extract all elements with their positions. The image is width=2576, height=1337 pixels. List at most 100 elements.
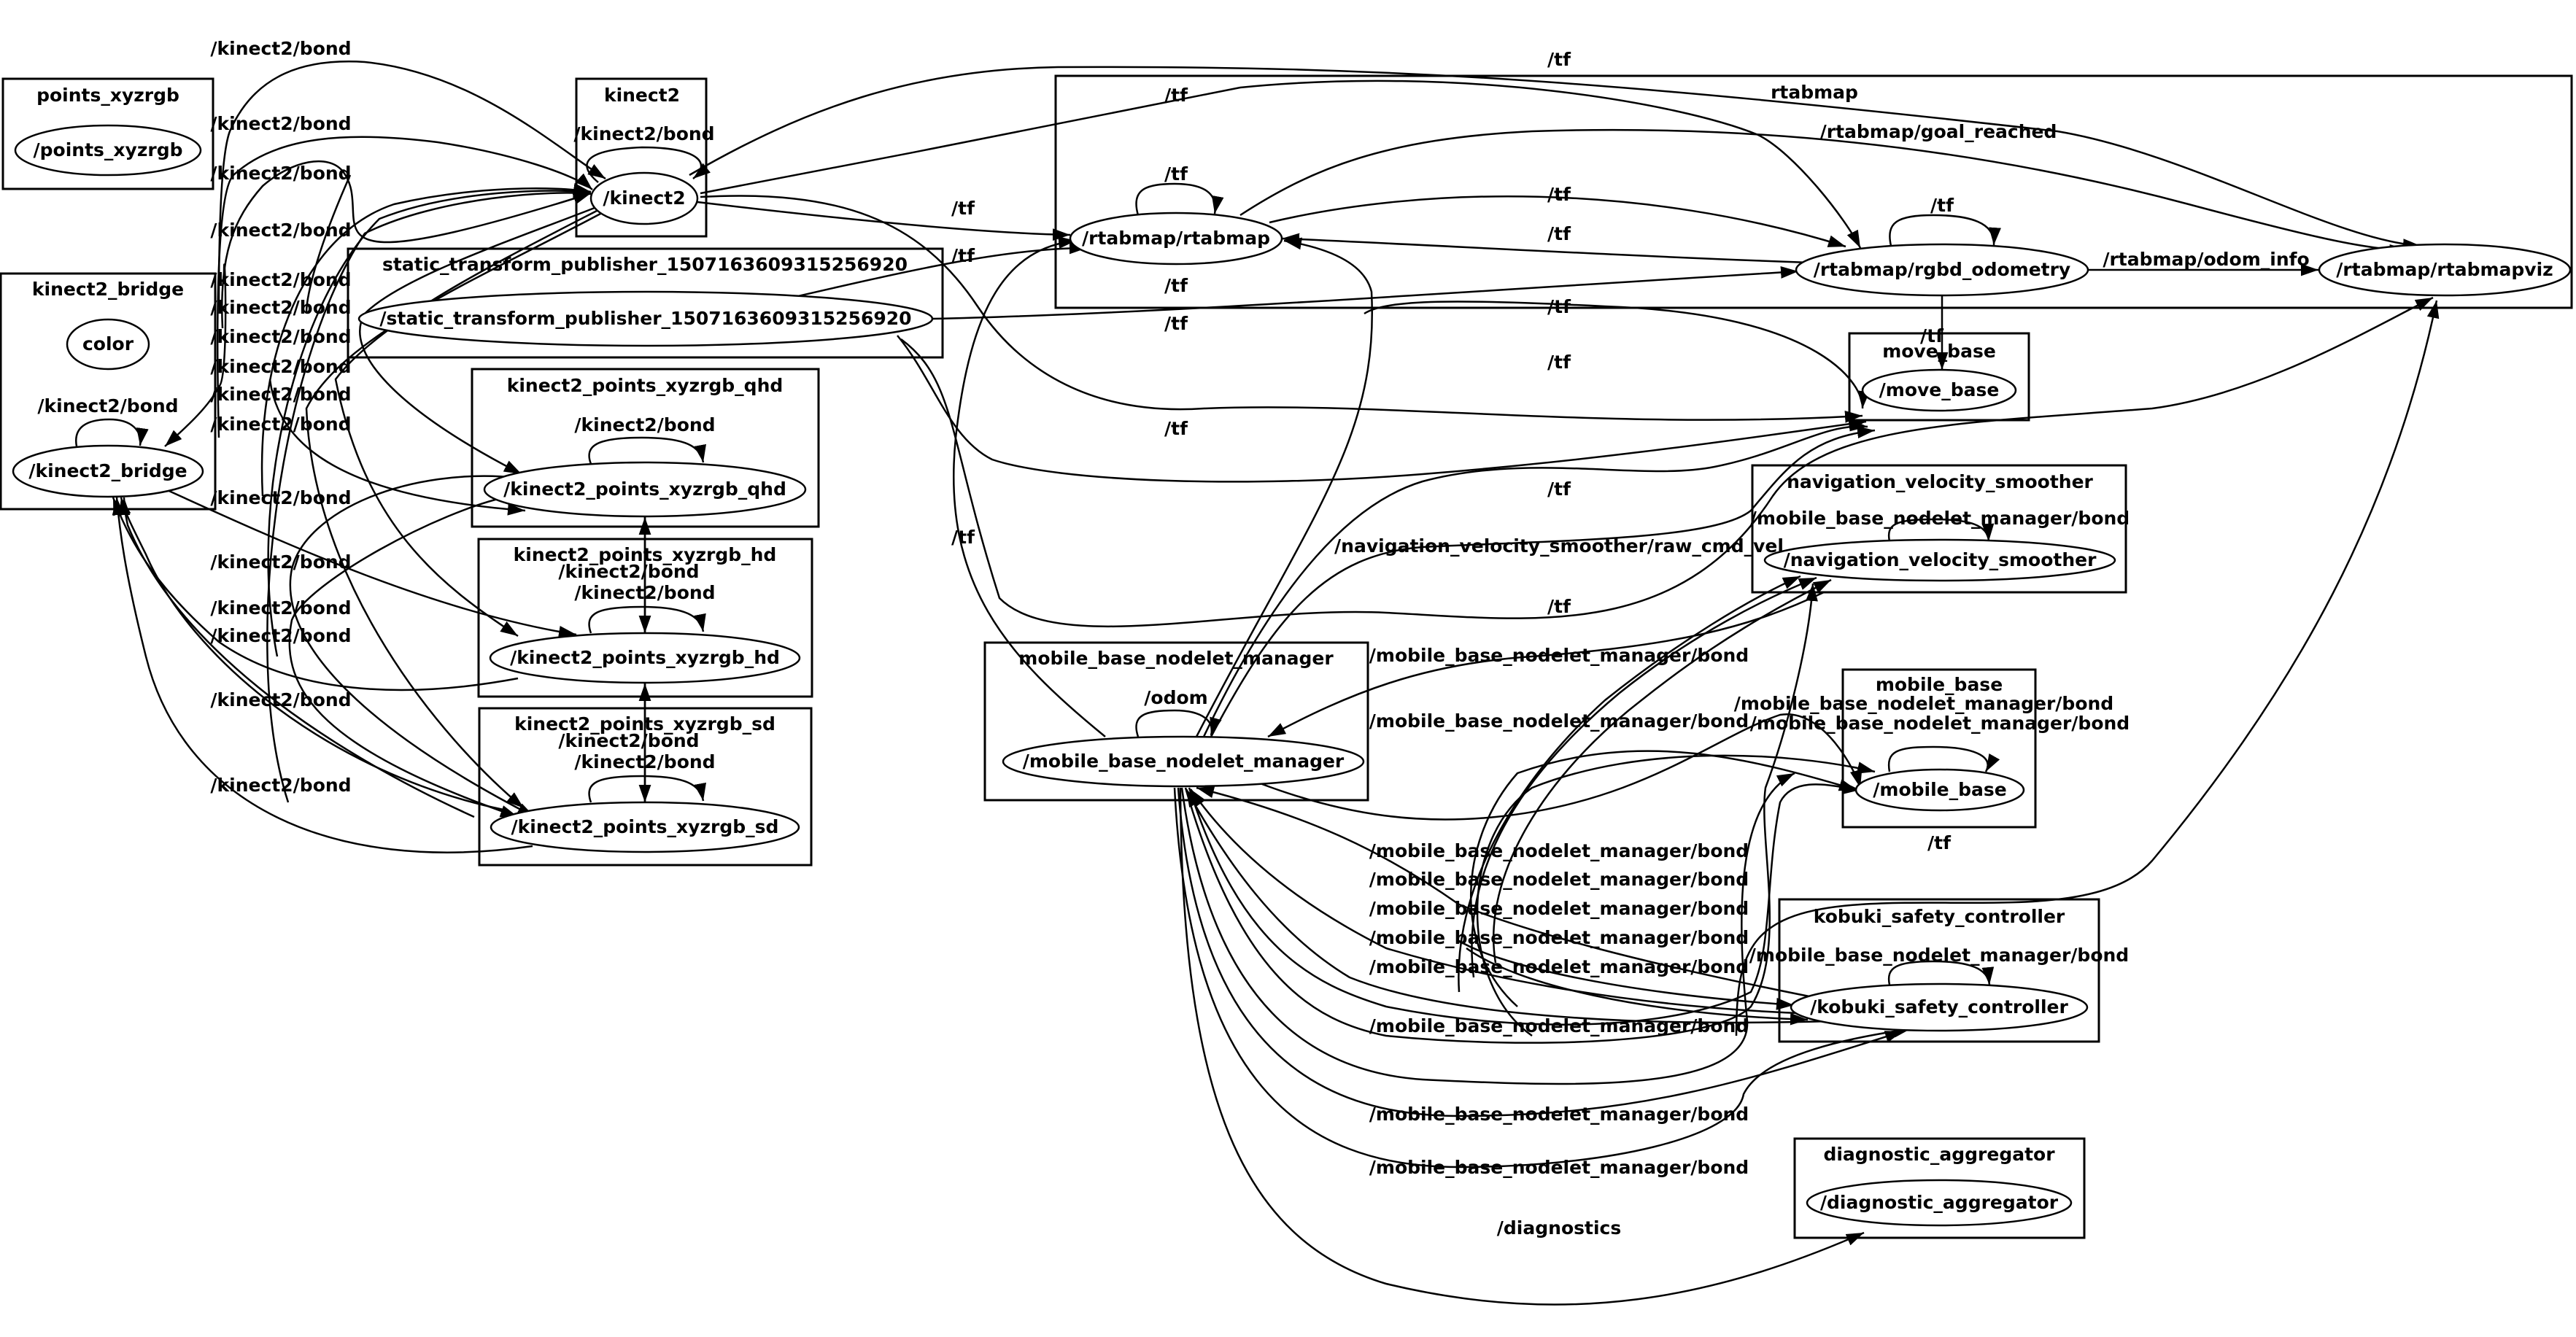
self-loop-sd[interactable] <box>588 775 706 803</box>
node-points-xyzrgb[interactable]: /points_xyzrgb <box>14 124 202 177</box>
edge-tf-kinect2-movebase[interactable] <box>700 195 1863 423</box>
edge-tf-kobuki-rtabmapviz[interactable] <box>1735 300 2440 1036</box>
edge-tf-rtabmap-rgbd[interactable] <box>1269 195 1846 248</box>
cluster-move-base: move_base <box>1848 332 2030 422</box>
edge-mbnm-bond-nav-3[interactable] <box>1492 578 1832 964</box>
cluster-label: rtabmap <box>1771 82 1858 103</box>
edge-kinect2-bond[interactable] <box>163 487 577 638</box>
self-loop-mbnm[interactable] <box>1135 709 1222 737</box>
edge-label-kinect2-bond: /kinect2/bond <box>210 356 351 377</box>
edges-layer <box>74 61 2440 1306</box>
edge-kinect2-bond[interactable] <box>117 497 475 818</box>
edge-kinect2-bond[interactable] <box>266 185 592 803</box>
edge-mbnm-bond-1[interactable] <box>1261 713 1863 821</box>
node-kinect2-points-xyzrgb-sd[interactable]: /kinect2_points_xyzrgb_sd <box>490 801 800 853</box>
self-loop-hd[interactable] <box>588 605 706 634</box>
edge-mbnm-kobuki-1[interactable] <box>1188 782 1861 1026</box>
edge-kinect2-bond[interactable] <box>289 475 535 818</box>
edge-kinect2-bond[interactable] <box>112 497 519 691</box>
node-label: /points_xyzrgb <box>34 139 183 160</box>
self-loop-qhd[interactable] <box>588 436 706 465</box>
edge-kinect2-bond[interactable] <box>119 497 504 811</box>
edge-tf-mbnm-movebase[interactable] <box>1202 419 1868 737</box>
self-loop-mobile-base[interactable] <box>1887 745 2000 772</box>
self-loop-rtabmap[interactable] <box>1135 182 1224 216</box>
edge-mbnm-kobuki-3[interactable] <box>1180 772 1795 1085</box>
edge-kinect2-bond[interactable] <box>305 212 603 809</box>
edge-tf-mbnm-rtabmap[interactable] <box>952 236 1106 737</box>
edge-tf-static-rgbd[interactable] <box>932 266 1799 320</box>
edge-kobuki-mbnm-3[interactable] <box>1185 788 1832 1024</box>
node-kinect2-points-xyzrgb-hd[interactable]: /kinect2_points_xyzrgb_hd <box>489 632 801 684</box>
edge-label-kinect2-bond: /kinect2/bond <box>558 730 699 751</box>
node-kinect2-bridge[interactable]: /kinect2_bridge <box>12 444 204 498</box>
edge-tf-static-rtabmap[interactable] <box>791 241 1088 299</box>
self-loop-kinect2[interactable] <box>586 146 711 183</box>
edge-kobuki-mbnm-2[interactable] <box>1189 788 1817 1015</box>
edge-label-tf: /tf <box>1164 313 1188 334</box>
edge-tf-kinect2-rgbd[interactable] <box>700 80 1862 249</box>
self-loop-kobuki[interactable] <box>1887 960 1995 985</box>
edge-kobuki-mbnm-1[interactable] <box>1196 786 1810 998</box>
self-loop-nav-vel-smoother[interactable] <box>1887 518 1995 542</box>
cluster-rtabmap: rtabmap <box>1054 74 2573 309</box>
edge-kinect2-bond[interactable] <box>267 184 592 657</box>
edge-kinect2-bond[interactable] <box>221 160 592 329</box>
edge-tf-rgbd-rtabmap[interactable] <box>1281 233 1810 264</box>
node-rtabmap-rtabmapviz[interactable]: /rtabmap/rtabmapviz <box>2318 243 2572 297</box>
node-navigation-velocity-smoother[interactable]: /navigation_velocity_smoother <box>1763 538 2116 582</box>
edge-tf-static-rtabmapviz[interactable] <box>900 296 2434 628</box>
node-label: /rtabmap/rgbd_odometry <box>1814 259 2070 280</box>
edge-tf-static-movebase[interactable] <box>897 335 1867 483</box>
edge-tf-rtabmap-movebase[interactable] <box>1364 301 1870 409</box>
edge-diagnostics[interactable] <box>1179 787 1865 1306</box>
edge-raw-cmd-vel[interactable] <box>1210 426 1876 737</box>
edge-mbnm-kobuki-5[interactable] <box>1173 787 1912 1169</box>
edge-kinect2-bond[interactable] <box>288 495 519 818</box>
edge-tf-mbnm-rtabmap-2[interactable] <box>1195 237 1373 737</box>
edge-tf-kinect2-rtabmap[interactable] <box>697 201 1071 241</box>
node-mobile-base[interactable]: /mobile_base <box>1854 768 2025 812</box>
node-rtabmap-rgbd-odometry[interactable]: /rtabmap/rgbd_odometry <box>1795 243 2089 297</box>
edge-kinect2-bond[interactable] <box>334 209 599 638</box>
node-color[interactable]: color <box>66 318 150 371</box>
edge-kinect2-bond[interactable] <box>305 174 352 314</box>
cluster-label: mobile_base <box>1876 674 2003 695</box>
edge-label-kinect2-bond: /kinect2/bond <box>558 561 699 582</box>
edge-kinect2-bond[interactable] <box>216 136 593 438</box>
edge-kobuki-kobuki-in-1[interactable] <box>1458 939 1795 1010</box>
node-rtabmap-rtabmap[interactable]: /rtabmap/rtabmap <box>1069 212 1283 266</box>
edge-mbnm-bond-3[interactable] <box>1470 750 1857 1007</box>
cluster-label: navigation_velocity_smoother <box>1787 471 2093 492</box>
node-move-base[interactable]: /move_base <box>1861 368 2017 412</box>
cluster-label: kinect2_points_xyzrgb_hd <box>514 544 777 565</box>
edge-label-mbnm-bond: /mobile_base_nodelet_manager/bond <box>1369 840 1749 861</box>
node-kobuki-safety-controller[interactable]: /kobuki_safety_controller <box>1790 983 2089 1032</box>
edge-mbnm-bond-nav-1[interactable] <box>1458 575 1801 993</box>
cluster-label: mobile_base_nodelet_manager <box>1018 648 1334 669</box>
edge-kobuki-kobuki-in-2[interactable] <box>1466 947 1809 1026</box>
edge-label-mbnm-bond: /mobile_base_nodelet_manager/bond <box>1369 1104 1749 1125</box>
node-mobile-base-nodelet-manager[interactable]: /mobile_base_nodelet_manager <box>1002 735 1365 788</box>
edge-kinect2-bond[interactable] <box>260 182 592 497</box>
node-diagnostic-aggregator[interactable]: /diagnostic_aggregator <box>1806 1179 2073 1227</box>
edge-mbnm-bond-nav-2[interactable] <box>1471 576 1817 978</box>
self-loop-rgbd-odometry[interactable] <box>1889 214 2001 247</box>
edge-goal-reached[interactable] <box>1239 128 2408 257</box>
edge-label-mbnm-bond: /mobile_base_nodelet_manager/bond <box>1369 927 1749 948</box>
node-kinect2[interactable]: /kinect2 <box>589 171 699 225</box>
edge-kinect2-bond[interactable] <box>268 379 526 516</box>
edge-label-mbnm-bond: /mobile_base_nodelet_manager/bond <box>1369 956 1749 977</box>
edge-label-kinect2-bond: /kinect2/bond <box>210 775 351 796</box>
edge-mbnm-bond-mbnm-nav[interactable] <box>1267 591 1825 738</box>
edge-tf-kinect2-rtabmapviz[interactable] <box>689 66 2421 251</box>
self-loop-kinect2-bridge[interactable] <box>74 418 149 447</box>
edge-label-kinect2-bond: /kinect2/bond <box>574 414 715 435</box>
edge-kinect2-bond[interactable] <box>164 263 227 447</box>
edge-label-tf: /tf <box>1547 223 1571 244</box>
edge-kinect2-bond[interactable] <box>112 497 533 853</box>
node-kinect2-points-xyzrgb-qhd[interactable]: /kinect2_points_xyzrgb_qhd <box>483 461 807 518</box>
node-label: color <box>82 333 134 354</box>
node-static-transform-publisher[interactable]: /static_transform_publisher_150716360931… <box>357 290 934 347</box>
edge-kinect2-bond[interactable] <box>217 61 606 307</box>
